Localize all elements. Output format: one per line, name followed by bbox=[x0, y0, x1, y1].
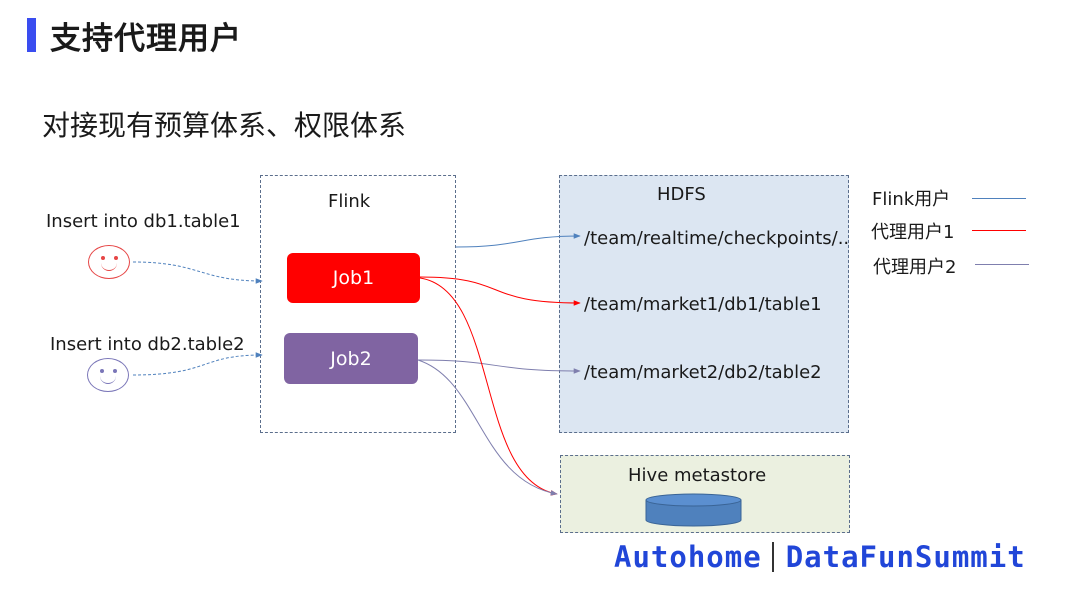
database-cylinder-icon bbox=[645, 493, 742, 527]
hdfs-path-table2: /team/market2/db2/table2 bbox=[584, 362, 822, 383]
user1-query: Insert into db1.table1 bbox=[46, 211, 241, 232]
page-subtitle: 对接现有预算体系、权限体系 bbox=[42, 109, 407, 142]
user2-face-icon bbox=[87, 358, 129, 392]
job1-box: Job1 bbox=[287, 253, 420, 303]
arrow-job1-to-table1 bbox=[419, 276, 581, 306]
legend-proxy2-line bbox=[975, 264, 1029, 265]
arrow-user1-to-job1 bbox=[132, 261, 263, 284]
arrow-job1-to-hive bbox=[419, 277, 558, 496]
arrow-flink-to-checkpoints bbox=[455, 233, 581, 248]
footer-brand: Autohome DataFunSummit bbox=[614, 540, 1026, 574]
hdfs-label: HDFS bbox=[657, 184, 706, 205]
flink-label: Flink bbox=[328, 191, 371, 212]
hdfs-path-table1: /team/market1/db1/table1 bbox=[584, 294, 822, 315]
job2-box: Job2 bbox=[284, 333, 418, 384]
arrow-job2-to-hive bbox=[417, 359, 558, 496]
flink-box bbox=[260, 175, 456, 433]
user1-face-icon bbox=[88, 245, 130, 279]
user2-query: Insert into db2.table2 bbox=[50, 334, 245, 355]
legend-proxy-user2: 代理用户2 bbox=[873, 257, 957, 278]
page-title: 支持代理用户 bbox=[50, 21, 242, 57]
legend-flink-user: Flink用户 bbox=[872, 189, 951, 210]
footer-datafunsummit: DataFunSummit bbox=[785, 540, 1026, 574]
footer-separator bbox=[771, 542, 774, 572]
hive-label: Hive metastore bbox=[628, 465, 767, 486]
title-accent-bar bbox=[27, 18, 36, 52]
legend-proxy1-line bbox=[972, 230, 1026, 231]
hdfs-box bbox=[559, 175, 849, 433]
legend-proxy-user1: 代理用户1 bbox=[871, 222, 955, 243]
job2-label: Job2 bbox=[330, 347, 372, 370]
arrow-job2-to-table2 bbox=[417, 359, 581, 374]
arrow-user2-to-job2 bbox=[132, 352, 263, 376]
hdfs-path-checkpoints: /team/realtime/checkpoints/.. bbox=[584, 228, 850, 249]
footer-autohome: Autohome bbox=[614, 540, 762, 574]
legend-flink-line bbox=[972, 198, 1026, 199]
job1-label: Job1 bbox=[332, 267, 375, 289]
